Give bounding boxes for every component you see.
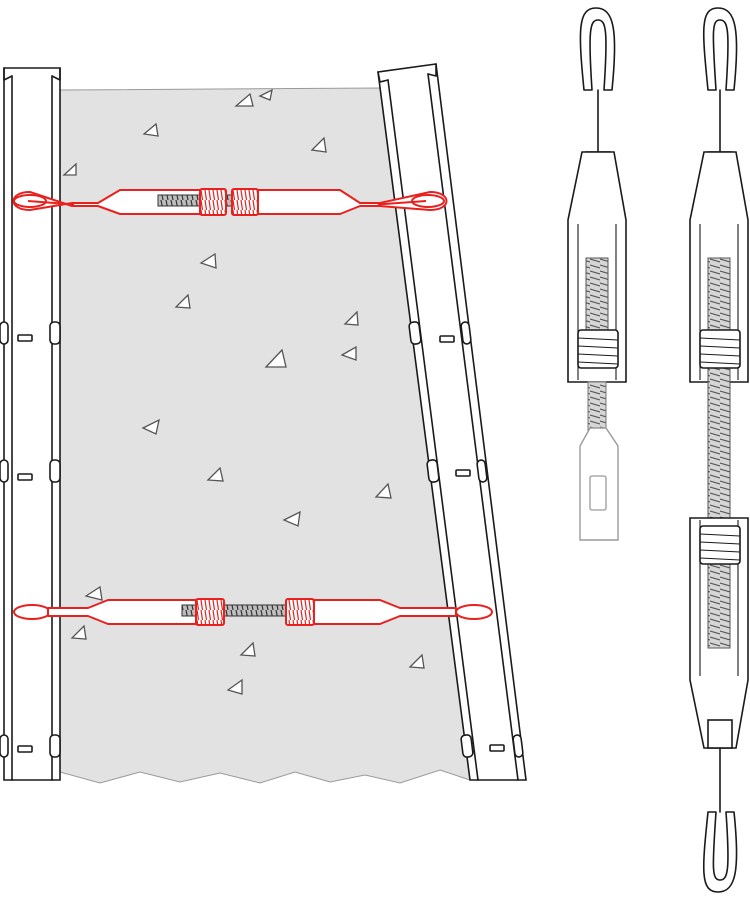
- formwork-panel-left: [0, 67, 61, 781]
- wire-eye-bottom: [702, 811, 738, 893]
- panel-inner-edge: [427, 73, 519, 781]
- threaded-rod-lower: [707, 559, 731, 649]
- panel-slot: [17, 334, 33, 342]
- panel-slot: [17, 473, 33, 481]
- aggregate-stone: [374, 482, 392, 499]
- panel-joint: [476, 459, 488, 483]
- tie-wire: [377, 200, 427, 206]
- panel-slot: [455, 469, 471, 477]
- aggregate-stone: [239, 641, 256, 657]
- tensioner-nut-upper: [699, 329, 741, 369]
- panel-frame: [377, 63, 527, 781]
- aggregate-stone: [234, 92, 254, 107]
- tie-wire: [27, 200, 75, 206]
- tensioner-right-body: [313, 599, 457, 625]
- aggregate-stone: [141, 418, 160, 435]
- tensioner-nut: [199, 188, 227, 216]
- aggregate-stone: [174, 293, 191, 309]
- panel-joint: [49, 459, 61, 483]
- aggregate-stone: [206, 466, 224, 482]
- panel-slot: [439, 335, 455, 343]
- aggregate-stone: [84, 585, 103, 601]
- aggregate-stones: [62, 88, 425, 695]
- panel-joint: [460, 734, 474, 758]
- tensioner-detail-extended: [689, 7, 749, 893]
- aggregate-stone: [264, 348, 287, 368]
- aggregate-stone: [70, 624, 87, 640]
- aggregate-stone: [142, 122, 159, 137]
- panel-frame: [3, 67, 61, 781]
- aggregate-stone: [199, 252, 217, 269]
- panel-joint: [0, 321, 9, 345]
- wire-eye-top: [579, 7, 616, 91]
- wire-eye-right: [455, 604, 493, 620]
- aggregate-stone: [282, 510, 301, 527]
- panel-top-lip: [3, 67, 61, 81]
- tensioner-nut-lower: [699, 525, 741, 565]
- panel-joint: [426, 459, 440, 483]
- aggregate-stone: [226, 678, 243, 695]
- aggregate-stone: [343, 310, 359, 326]
- panel-joint: [49, 734, 61, 758]
- aggregate-stone: [408, 653, 425, 669]
- wire-eye-left: [13, 604, 51, 620]
- panel-clips: [408, 321, 524, 758]
- aggregate-stone: [310, 136, 327, 153]
- tensioner-left-loop-and-body: [12, 189, 201, 215]
- panel-joint: [49, 321, 61, 345]
- tensioner-nut: [285, 598, 315, 626]
- threaded-rod: [585, 257, 609, 335]
- tensioner-right-loop-and-body: [257, 189, 448, 215]
- tensioner-nut: [577, 329, 619, 369]
- panel-joint: [408, 321, 422, 345]
- installed-tensioner-upper: [12, 188, 448, 216]
- tensioner-nut: [195, 598, 225, 626]
- tensioner-nut: [231, 188, 259, 216]
- panel-top-lip: [377, 63, 437, 83]
- panel-clips: [0, 321, 61, 758]
- wire-eye-top: [703, 7, 738, 91]
- wire-eye-right: [411, 194, 445, 208]
- tensioner-detail-short: [567, 7, 627, 541]
- panel-slot: [17, 745, 33, 753]
- aggregate-stone: [258, 88, 273, 101]
- detached-end-ghost: [579, 427, 619, 541]
- installed-tensioner-lower: [13, 598, 493, 626]
- panel-joint: [460, 321, 472, 345]
- panel-joint: [0, 734, 9, 758]
- panel-joint: [0, 459, 9, 483]
- panel-slot: [489, 744, 505, 752]
- formwork-panel-right: [377, 63, 527, 781]
- panel-inner-edge: [387, 79, 479, 781]
- aggregate-stone: [62, 162, 77, 176]
- end-slot: [589, 475, 607, 511]
- wire-clamp: [707, 719, 733, 749]
- panel-joint: [512, 734, 524, 758]
- threaded-rod-exposed: [587, 381, 607, 433]
- aggregate-stone: [340, 345, 357, 361]
